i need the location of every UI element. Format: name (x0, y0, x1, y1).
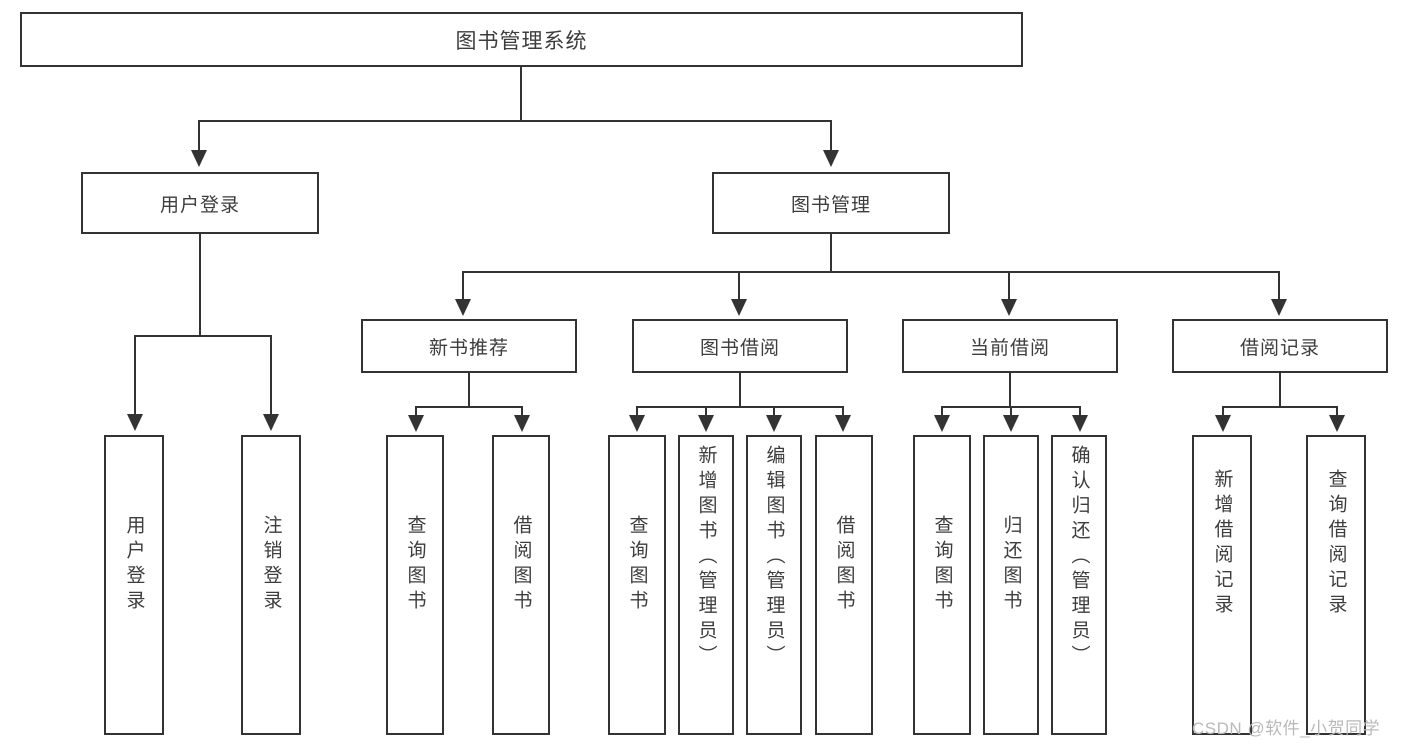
connector-book-management-bar (462, 271, 1280, 273)
leaf-borrow-record-query-record[interactable]: 查询借阅记录 (1306, 435, 1366, 735)
connector-user-login-to-leaf-1 (134, 335, 136, 415)
connector-current-borrow-to-leaf-2 (1010, 406, 1012, 416)
connector-bm-to-current-borrow (1008, 271, 1010, 300)
arrowhead-new-book-leaf-2 (514, 415, 530, 432)
connector-book-borrow-to-leaf-4 (842, 406, 844, 416)
node-user-login[interactable]: 用户登录 (81, 172, 319, 234)
arrowhead-to-book-management (823, 150, 839, 167)
arrowhead-new-book-leaf-1 (408, 415, 424, 432)
arrowhead-book-borrow (731, 299, 747, 316)
node-label: 新增借阅记录 (1211, 469, 1233, 619)
leaf-user-login-login[interactable]: 用户登录 (104, 435, 164, 735)
node-label: 借阅记录 (1239, 337, 1320, 359)
watermark-csdn: CSDN @软件_小贺同学 (1192, 719, 1381, 738)
arrowhead-user-login-leaf-1 (127, 414, 143, 431)
leaf-book-borrow-add-book-admin[interactable]: 新增图书（管理员） (678, 435, 734, 735)
arrowhead-new-book-recommend (455, 299, 471, 316)
connector-borrow-record-bar (1222, 406, 1338, 408)
connector-book-management-stem (830, 234, 832, 272)
node-new-book-recommend[interactable]: 新书推荐 (361, 319, 577, 373)
node-label: 查询借阅记录 (1325, 469, 1347, 619)
arrowhead-book-borrow-leaf-3 (766, 415, 782, 432)
leaf-current-borrow-confirm-return-admin[interactable]: 确认归还（管理员） (1051, 435, 1107, 735)
connector-user-login-bar (134, 335, 272, 337)
arrowhead-book-borrow-leaf-1 (629, 415, 645, 432)
connector-current-borrow-stem (1009, 373, 1011, 407)
node-label: 图书借阅 (699, 337, 780, 359)
arrowhead-current-borrow (1001, 299, 1017, 316)
connector-root-stem (520, 67, 522, 120)
leaf-book-borrow-edit-book-admin[interactable]: 编辑图书（管理员） (746, 435, 802, 735)
connector-book-borrow-bar (636, 406, 844, 408)
connector-borrow-record-to-leaf-1 (1222, 406, 1224, 416)
arrowhead-book-borrow-leaf-4 (835, 415, 851, 432)
connector-bm-to-book-borrow (738, 271, 740, 300)
node-label: 查询图书 (404, 515, 426, 615)
node-borrow-record[interactable]: 借阅记录 (1172, 319, 1388, 373)
connector-book-borrow-stem (739, 373, 741, 407)
arrowhead-user-login-leaf-2 (263, 414, 279, 431)
node-label: 归还图书 (1000, 515, 1022, 615)
connector-user-login-to-leaf-2 (270, 335, 272, 415)
connector-borrow-record-to-leaf-2 (1336, 406, 1338, 416)
node-label: 借阅图书 (833, 515, 855, 615)
node-label: 确认归还（管理员） (1068, 445, 1090, 670)
node-book-management[interactable]: 图书管理 (712, 172, 950, 234)
leaf-user-login-logout[interactable]: 注销登录 (241, 435, 301, 735)
connector-book-borrow-to-leaf-1 (636, 406, 638, 416)
connector-bm-to-borrow-record (1278, 271, 1280, 300)
connector-book-borrow-to-leaf-2 (705, 406, 707, 416)
connector-book-borrow-to-leaf-3 (773, 406, 775, 416)
node-label: 新增图书（管理员） (695, 445, 717, 670)
arrowhead-borrow-record-leaf-1 (1215, 415, 1231, 432)
node-label: 注销登录 (260, 515, 282, 615)
node-label: 图书管理 (790, 194, 871, 216)
node-label: 当前借阅 (969, 337, 1050, 359)
leaf-current-borrow-return-books[interactable]: 归还图书 (983, 435, 1039, 735)
node-label: 用户登录 (123, 515, 145, 615)
connector-root-to-user-login (198, 120, 200, 150)
connector-root-to-book-management (830, 120, 832, 150)
connector-new-book-to-leaf-2 (521, 406, 523, 416)
connector-borrow-record-stem (1279, 373, 1281, 407)
node-label: 用户登录 (159, 194, 240, 216)
node-book-borrow[interactable]: 图书借阅 (632, 319, 848, 373)
node-label: 借阅图书 (510, 515, 532, 615)
connector-bm-to-new-book (462, 271, 464, 300)
arrowhead-borrow-record-leaf-2 (1329, 415, 1345, 432)
arrowhead-current-borrow-leaf-1 (934, 415, 950, 432)
connector-new-book-stem (468, 373, 470, 407)
connector-current-borrow-to-leaf-3 (1079, 406, 1081, 416)
leaf-borrow-record-add-record[interactable]: 新增借阅记录 (1192, 435, 1252, 735)
leaf-current-borrow-query-books[interactable]: 查询图书 (913, 435, 971, 735)
connector-new-book-to-leaf-1 (415, 406, 417, 416)
leaf-book-borrow-query-books[interactable]: 查询图书 (608, 435, 666, 735)
node-root-book-management-system[interactable]: 图书管理系统 (20, 12, 1023, 67)
node-current-borrow[interactable]: 当前借阅 (902, 319, 1118, 373)
connector-current-borrow-to-leaf-1 (941, 406, 943, 416)
connector-new-book-bar (415, 406, 523, 408)
connector-root-bar (198, 120, 832, 122)
node-label: 查询图书 (931, 515, 953, 615)
connector-user-login-stem (199, 234, 201, 336)
leaf-book-borrow-borrow-books[interactable]: 借阅图书 (815, 435, 873, 735)
node-label: 新书推荐 (428, 337, 509, 359)
node-label: 查询图书 (626, 515, 648, 615)
arrowhead-current-borrow-leaf-2 (1003, 415, 1019, 432)
arrowhead-to-user-login (191, 150, 207, 167)
arrowhead-book-borrow-leaf-2 (698, 415, 714, 432)
leaf-new-book-borrow-books[interactable]: 借阅图书 (492, 435, 550, 735)
node-label: 图书管理系统 (455, 29, 588, 53)
leaf-new-book-query-books[interactable]: 查询图书 (386, 435, 444, 735)
arrowhead-current-borrow-leaf-3 (1072, 415, 1088, 432)
arrowhead-borrow-record (1271, 299, 1287, 316)
node-label: 编辑图书（管理员） (763, 445, 785, 670)
